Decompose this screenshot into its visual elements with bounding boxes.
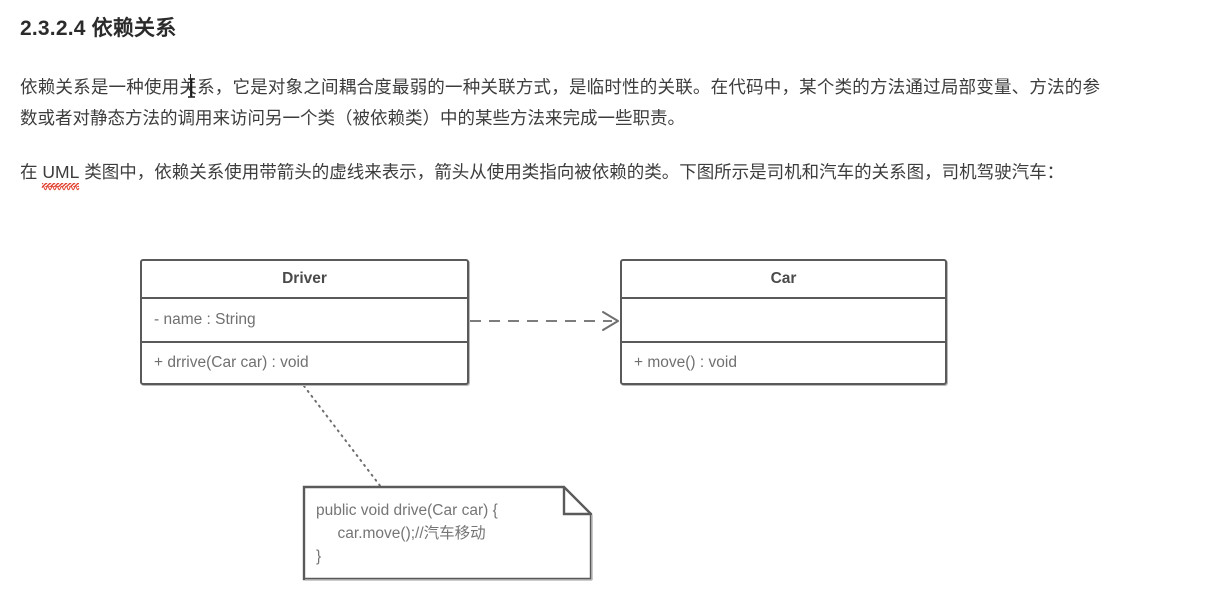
uml-class-driver[interactable]: Driver - name : String + drrive(Car car)… bbox=[140, 259, 469, 385]
uml-class-car[interactable]: Car + move() : void bbox=[620, 259, 947, 385]
uml-class-driver-name: Driver bbox=[142, 261, 467, 299]
uml-note-line-1: public void drive(Car car) { bbox=[316, 502, 498, 519]
uml-note[interactable]: public void drive(Car car) { car.move();… bbox=[302, 485, 593, 581]
uml-class-car-name: Car bbox=[622, 261, 945, 299]
uml-class-driver-operation: + drrive(Car car) : void bbox=[154, 354, 309, 371]
page-heading: 2.3.2.4 依赖关系 bbox=[20, 17, 177, 40]
note-anchor-connector bbox=[303, 385, 382, 488]
paragraph-text-after-uml: 类图中，依赖关系使用带箭头的虚线来表示，箭头从使用类指向被依赖的类。下图所示是司… bbox=[79, 162, 1065, 182]
paragraph-dependency-definition: 依赖关系是一种使用关系，它是对象之间耦合度最弱的一种关联方式，是临时性的关联。在… bbox=[20, 77, 1100, 128]
uml-class-driver-attribute: - name : String bbox=[142, 299, 467, 343]
spellcheck-word-uml: UML bbox=[41, 157, 80, 191]
uml-note-line-3: } bbox=[316, 548, 322, 565]
uml-note-shape-icon bbox=[302, 485, 593, 581]
uml-class-car-attribute bbox=[622, 299, 945, 343]
paragraph-text-before-uml: 在 bbox=[20, 162, 43, 182]
spellcheck-word-uml-text: UML bbox=[42, 162, 80, 182]
paragraph-uml-notation: 在 UML 类图中，依赖关系使用带箭头的虚线来表示，箭头从使用类指向被依赖的类。… bbox=[20, 157, 1100, 191]
uml-note-body: public void drive(Car car) { car.move();… bbox=[316, 499, 498, 568]
uml-note-line-2: car.move();//汽车移动 bbox=[316, 525, 486, 542]
uml-class-car-operation: + move() : void bbox=[634, 354, 737, 371]
dependency-connector bbox=[470, 311, 619, 331]
